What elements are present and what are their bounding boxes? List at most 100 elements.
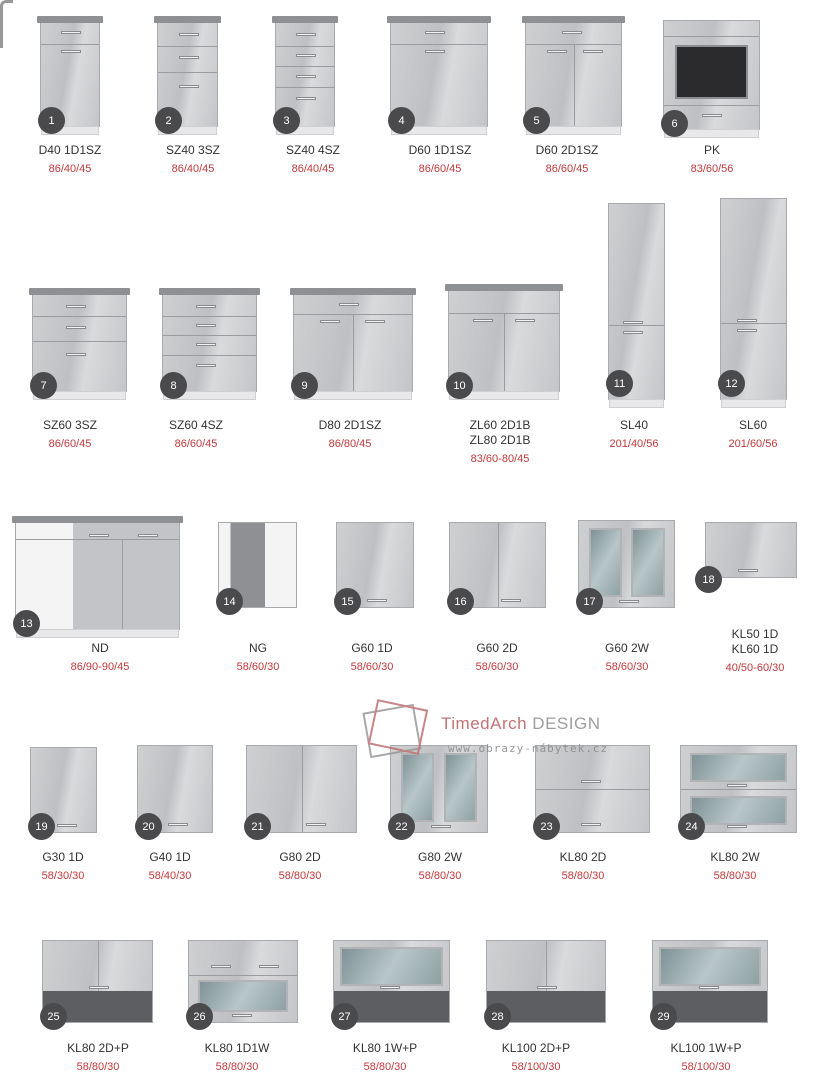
handle-icon — [431, 825, 452, 829]
cabinet-illustration — [705, 522, 797, 578]
item-number-badge: 22 — [388, 813, 415, 840]
item-label: PK 83/60/56 — [642, 143, 782, 177]
item-number-badge: 19 — [28, 813, 55, 840]
item-dimensions: 58/80/30 — [713, 870, 757, 882]
glass-door — [690, 752, 787, 783]
cabinet-illustration — [272, 16, 338, 135]
item-dimensions: 86/60/45 — [418, 163, 462, 175]
item-dimensions: 58/40/30 — [148, 870, 192, 882]
panel-divider — [33, 316, 126, 318]
panel-divider — [546, 941, 547, 992]
item-name: KL80 2D — [559, 850, 607, 864]
watermark-brand: TimedArch — [441, 714, 528, 733]
item-name: KL80 2W — [710, 850, 760, 864]
handle-icon — [178, 33, 199, 37]
handle-icon — [515, 319, 535, 322]
handle-icon — [618, 600, 639, 604]
item-number-badge: 27 — [331, 1003, 358, 1030]
cabinet-illustration — [159, 288, 260, 400]
item-name: KL100 2D+P — [501, 1041, 571, 1055]
cabinet-illustration — [486, 940, 606, 1023]
panel-divider — [721, 323, 786, 324]
item-name: G60 2W — [604, 641, 649, 655]
panel-divider — [276, 86, 334, 88]
panel-divider — [301, 746, 303, 832]
item-name: D60 2D1SZ — [535, 143, 599, 157]
item-dimensions: 58/80/30 — [76, 1061, 120, 1073]
item-dimensions: 58/60/30 — [236, 661, 280, 673]
handle-icon — [473, 319, 494, 322]
item-number-badge: 6 — [661, 110, 688, 137]
panel-divider — [33, 341, 126, 343]
handle-icon — [65, 304, 86, 308]
handle-icon — [138, 533, 159, 537]
glass-door — [588, 527, 622, 597]
item-number-badge: 28 — [484, 1003, 511, 1030]
handle-icon — [88, 985, 109, 989]
item-dimensions: 58/80/30 — [278, 870, 322, 882]
handle-icon — [583, 49, 603, 53]
handle-icon — [364, 319, 385, 323]
watermark: TimedArch DESIGN www.obrazy-nábytek.cz — [358, 699, 638, 760]
item-name: ZL60 2D1B — [469, 418, 531, 432]
item-number-badge: 16 — [447, 588, 474, 615]
handle-icon — [367, 598, 388, 602]
item-label: G40 1D 58/40/30 — [100, 850, 240, 884]
item-dimensions: 58/80/30 — [418, 870, 462, 882]
item-dimensions: 83/60-80/45 — [470, 453, 530, 465]
item-name: ND — [91, 641, 109, 655]
item-number-badge: 24 — [678, 813, 705, 840]
panel-divider — [391, 43, 487, 45]
item-dimensions: 58/30/30 — [41, 870, 85, 882]
item-name: D80 2D1SZ — [318, 418, 382, 432]
handle-icon — [61, 31, 82, 35]
panel-divider — [163, 354, 256, 356]
item-dimensions: 86/60/45 — [545, 163, 589, 175]
handle-icon — [195, 343, 216, 346]
panel-divider — [449, 313, 559, 314]
item-number-badge: 26 — [186, 1003, 213, 1030]
handle-icon — [259, 965, 280, 969]
item-dimensions: 83/60/56 — [690, 163, 734, 175]
item-name: SL40 — [619, 418, 649, 432]
handle-icon — [562, 31, 583, 35]
handle-icon — [702, 113, 722, 117]
panel-divider — [497, 523, 499, 607]
item-number-badge: 23 — [533, 813, 560, 840]
item-name: G40 1D — [149, 850, 191, 864]
handle-icon — [296, 97, 317, 101]
item-number-badge: 4 — [388, 107, 415, 134]
handle-icon — [61, 49, 82, 53]
faucet-icon — [0, 0, 13, 48]
item-name: KL80 2D+P — [67, 1041, 129, 1055]
handle-icon — [296, 74, 317, 78]
handle-icon — [195, 323, 216, 327]
item-number-badge: 1 — [38, 107, 65, 134]
item-name: PK — [703, 143, 720, 157]
item-number-badge: 25 — [40, 1003, 67, 1030]
item-name: G80 2W — [417, 850, 462, 864]
panel-divider — [353, 314, 354, 391]
item-dimensions: 86/60/45 — [174, 438, 218, 450]
item-number-badge: 2 — [155, 107, 182, 134]
panel-divider — [504, 313, 505, 391]
item-dimensions: 58/100/30 — [681, 1061, 731, 1073]
item-name: SZ60 4SZ — [168, 418, 224, 432]
handle-icon — [727, 783, 747, 787]
handle-icon — [210, 965, 231, 969]
item-number-badge: 9 — [291, 372, 318, 399]
glass-door — [690, 795, 787, 826]
